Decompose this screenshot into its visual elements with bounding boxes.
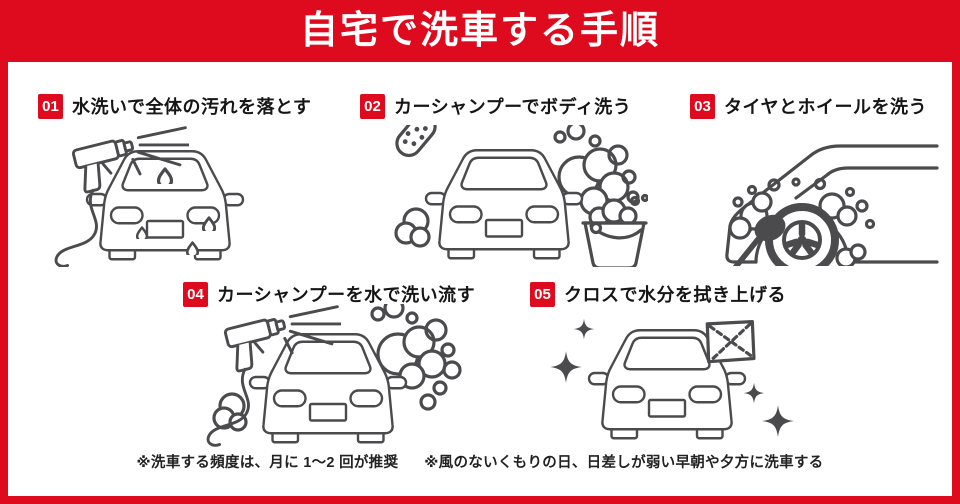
footer-note-frequency: ※洗車する頻度は、月に 1〜2 回が推奨 — [136, 455, 399, 471]
footer-note-conditions: ※風のないくもりの日、日差しが弱い早朝や夕方に洗車する — [424, 455, 824, 471]
header-banner: 自宅で洗車する手順 — [0, 0, 960, 62]
bucket-icon — [581, 193, 648, 267]
step-3-header: 03 タイヤとホイールを洗う — [690, 93, 927, 119]
cloth-icon — [705, 320, 756, 364]
step-1-number-badge: 01 — [38, 93, 63, 119]
step-2-number-badge: 02 — [360, 93, 385, 119]
car-dry-cloth-icon — [541, 306, 797, 448]
footer-notes: ※洗車する頻度は、月に 1〜2 回が推奨 ※風のないくもりの日、日差しが弱い早朝… — [8, 451, 952, 472]
content-panel: 01 水洗いで全体の汚れを落とす 02 カーシャンプーでボディ洗う — [8, 62, 952, 496]
car-rinse-foam-icon — [186, 304, 464, 449]
page-title: 自宅で洗車する手順 — [299, 10, 660, 52]
car-water-rinse-icon — [42, 125, 317, 267]
step-5-number-badge: 05 — [530, 281, 555, 307]
car-shampoo-wash-icon — [386, 125, 648, 267]
sparkle-icon — [762, 405, 794, 437]
wheel-brush-icon — [732, 214, 786, 266]
sparkle-icon — [573, 318, 595, 340]
step-3-number-badge: 03 — [690, 93, 715, 119]
step-4-header: 04 カーシャンプーを水で洗い流す — [183, 281, 475, 307]
tire-wheel-wash-icon — [704, 128, 939, 266]
step-2-header: 02 カーシャンプーでボディ洗う — [360, 93, 631, 119]
step-4-label: カーシャンプーを水で洗い流す — [217, 285, 476, 305]
step-5-header: 05 クロスで水分を拭き上げる — [530, 281, 786, 307]
step-1-label: 水洗いで全体の汚れを落とす — [72, 97, 312, 117]
step-1-header: 01 水洗いで全体の汚れを落とす — [38, 93, 311, 119]
sparkle-icon — [743, 382, 765, 404]
step-2-label: カーシャンプーでボディ洗う — [394, 97, 632, 117]
sponge-icon — [395, 125, 437, 158]
step-4-number-badge: 04 — [183, 281, 208, 307]
step-3-label: タイヤとホイールを洗う — [724, 97, 927, 117]
sparkle-icon — [550, 351, 582, 383]
step-5-label: クロスで水分を拭き上げる — [564, 285, 786, 305]
